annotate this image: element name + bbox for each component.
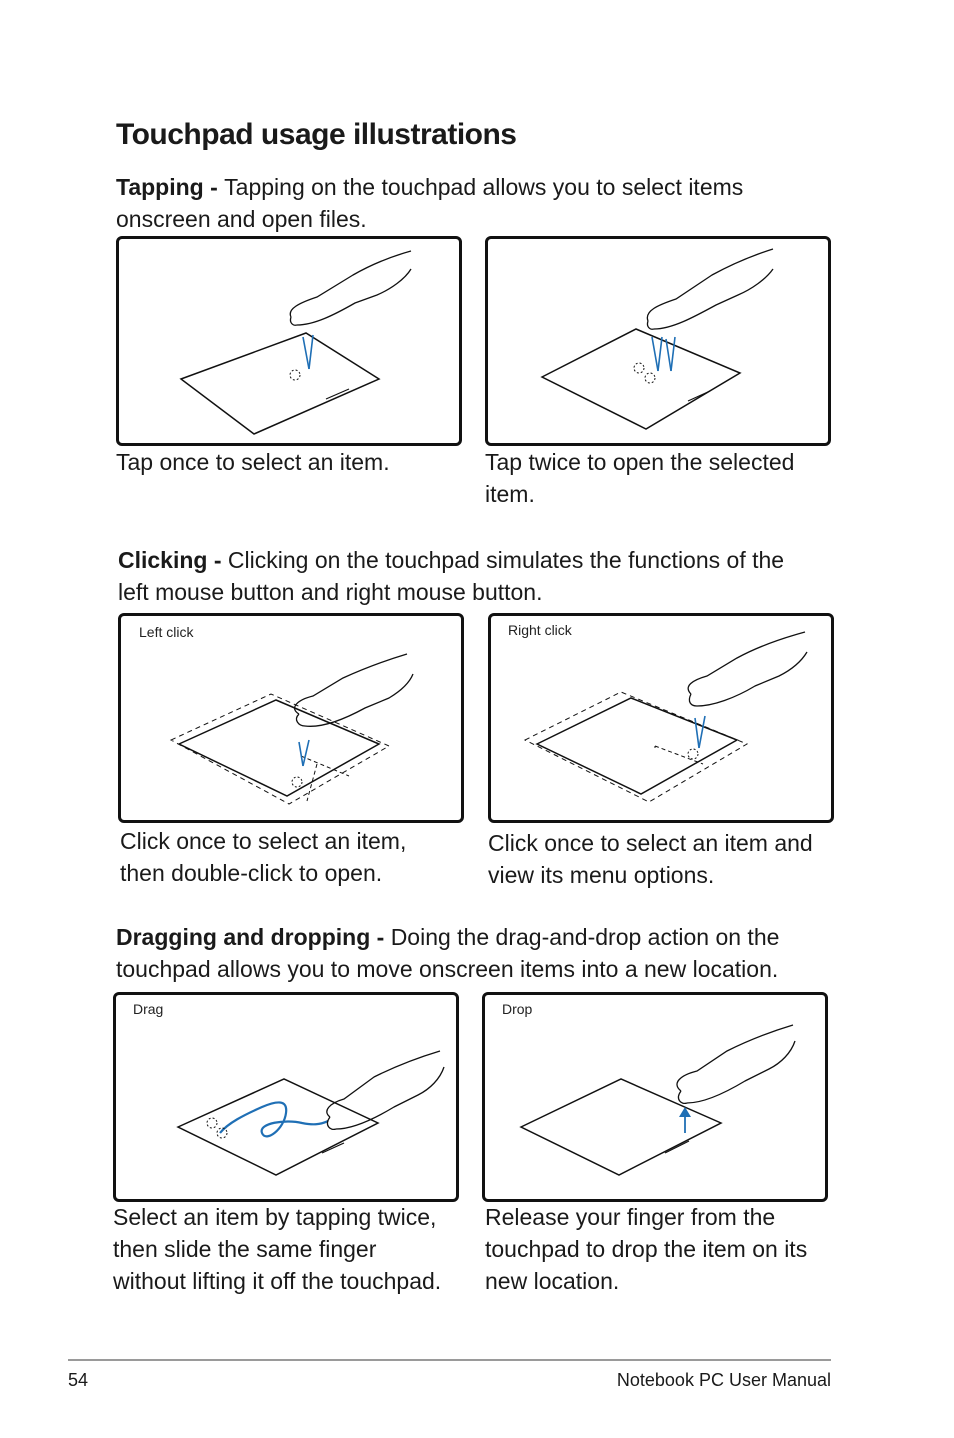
right-click-label: Right click (508, 622, 572, 638)
drop-illustration: Drop (482, 992, 828, 1202)
drop-caption-line3: new location. (485, 1268, 620, 1294)
right-click-caption-line1: Click once to select an item and (488, 830, 813, 856)
tap-twice-caption-line1: Tap twice to open the selected (485, 449, 795, 475)
dragging-text-line2: touchpad allows you to move onscreen ite… (116, 956, 779, 982)
drag-drawing (176, 1050, 445, 1176)
page-title: Touchpad usage illustrations (116, 118, 517, 151)
left-click-caption-line2: then double-click to open. (120, 860, 383, 886)
tap-once-caption: Tap once to select an item. (116, 449, 390, 475)
clicking-text-line2: left mouse button and right mouse button… (118, 579, 543, 605)
drag-label: Drag (133, 1001, 164, 1017)
clicking-paragraph: Clicking - Clicking on the touchpad simu… (118, 544, 878, 608)
drag-illustration: Drag (113, 992, 459, 1202)
right-click-illustration: Right click (488, 613, 834, 823)
clicking-text-line1: Clicking on the touchpad simulates the f… (227, 547, 785, 573)
drop-caption: Release your finger from the touchpad to… (485, 1201, 855, 1297)
page-number: 54 (68, 1370, 89, 1390)
drop-label: Drop (502, 1001, 533, 1017)
clicking-heading: Clicking - (118, 547, 228, 573)
tap-once-illustration (116, 236, 462, 446)
drop-caption-line1: Release your finger from the (485, 1204, 776, 1230)
drag-caption-line3: without lifting it off the touchpad. (113, 1268, 442, 1294)
left-click-illustration: Left click (118, 613, 464, 823)
drop-drawing (519, 1024, 796, 1176)
drag-caption-line1: Select an item by tapping twice, (113, 1204, 437, 1230)
dragging-text-line1: Doing the drag-and-drop action on the (390, 924, 780, 950)
tapping-text-line2: onscreen and open files. (116, 206, 367, 232)
footer-divider (68, 1359, 831, 1361)
tap-once-drawing (179, 250, 412, 435)
dragging-heading: Dragging and dropping - (116, 924, 391, 950)
right-click-drawing (523, 631, 808, 803)
tap-twice-caption-line2: item. (485, 481, 535, 507)
tapping-paragraph: Tapping - Tapping on the touchpad allows… (116, 171, 876, 235)
drag-caption-line2: then slide the same finger (113, 1236, 377, 1262)
drop-caption-line2: touchpad to drop the item on its (485, 1236, 808, 1262)
right-click-caption-line2: view its menu options. (488, 862, 715, 888)
tap-twice-illustration (485, 236, 831, 446)
tap-twice-caption: Tap twice to open the selected item. (485, 446, 845, 510)
left-click-caption: Click once to select an item, then doubl… (120, 825, 480, 889)
tapping-heading: Tapping - (116, 174, 225, 200)
drag-caption: Select an item by tapping twice, then sl… (113, 1201, 483, 1297)
right-click-caption: Click once to select an item and view it… (488, 827, 848, 891)
tap-twice-drawing (540, 248, 774, 430)
left-click-caption-line1: Click once to select an item, (120, 828, 407, 854)
dragging-paragraph: Dragging and dropping - Doing the drag-a… (116, 921, 896, 985)
left-click-drawing (169, 653, 414, 805)
tapping-text-line1: Tapping on the touchpad allows you to se… (224, 174, 744, 200)
manual-name: Notebook PC User Manual (616, 1370, 831, 1390)
left-click-label: Left click (139, 624, 194, 640)
